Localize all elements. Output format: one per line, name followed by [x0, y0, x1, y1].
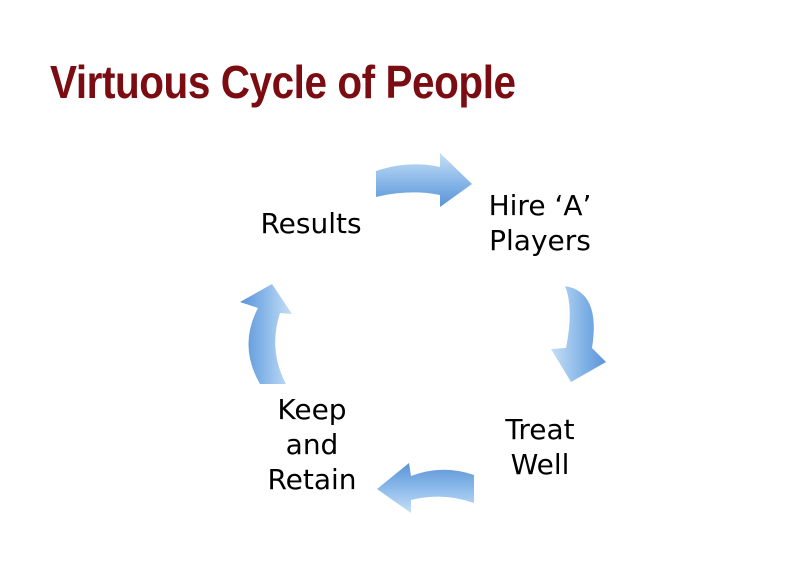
cycle-node-treat-line-2: Well: [510, 448, 570, 481]
cycle-node-hire-line-1: Hire ‘A’: [488, 189, 592, 222]
cycle-node-keep-line-1: Keep: [277, 393, 347, 426]
cycle-node-keep-line-3: Retain: [267, 463, 357, 496]
slide-title: Virtuous Cycle of People: [50, 56, 516, 108]
arrow-keep-to-results: [240, 284, 292, 384]
cycle-node-treat-well: Treat Well: [470, 412, 610, 482]
cycle-node-hire-line-2: Players: [489, 224, 591, 257]
cycle-node-treat-line-1: Treat: [505, 413, 575, 446]
arrow-treat-to-keep: [377, 463, 474, 513]
cycle-node-keep-and-retain: Keep and Retain: [246, 392, 378, 497]
arrow-hire-to-treat: [551, 286, 606, 382]
cycle-node-keep-line-2: and: [285, 428, 339, 461]
cycle-node-results: Results: [240, 206, 382, 241]
cycle-node-hire-a-players: Hire ‘A’ Players: [460, 188, 620, 258]
arrow-results-to-hire: [376, 153, 472, 207]
cycle-node-results-line: Results: [260, 207, 362, 240]
